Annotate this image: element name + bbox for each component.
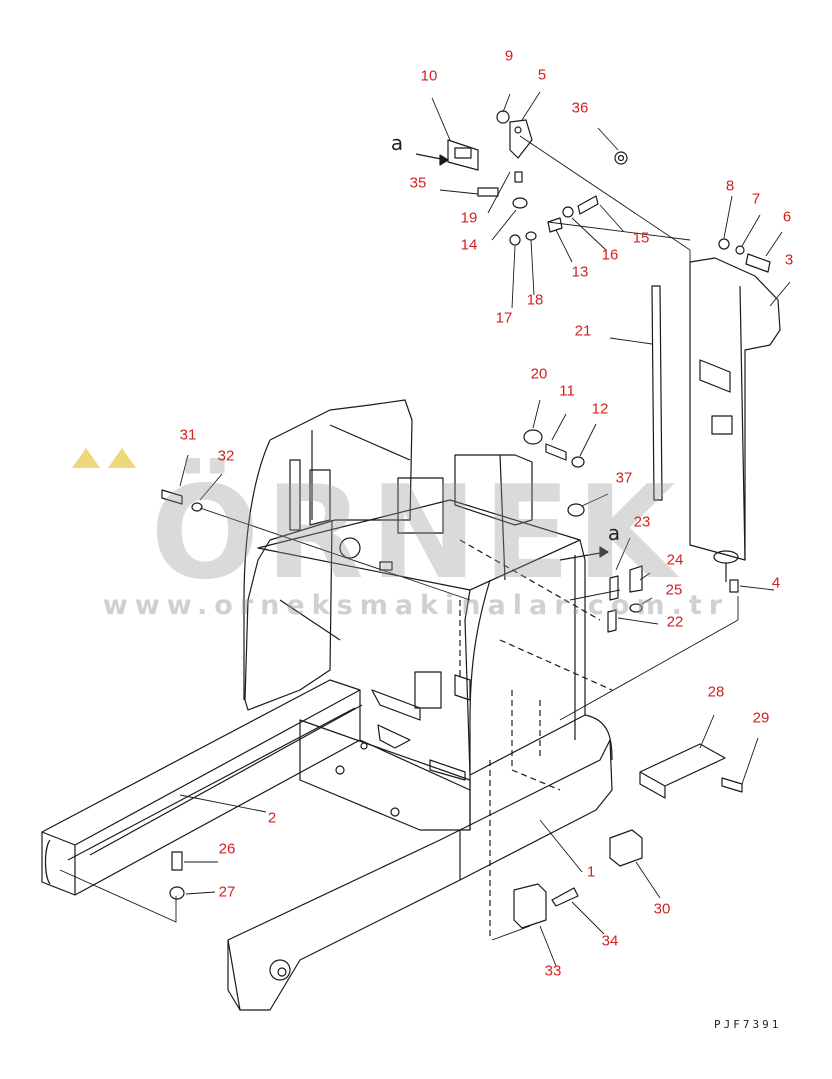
- right-boom: [227, 739, 613, 1011]
- callout-12: 12: [591, 400, 609, 418]
- callout-18: 18: [526, 291, 544, 309]
- callout-35: 35: [409, 174, 427, 192]
- callout-11: 11: [559, 382, 575, 400]
- callout-21: 21: [574, 322, 592, 340]
- callout-2: 2: [267, 809, 277, 827]
- callout-9: 9: [504, 47, 514, 65]
- watermark-dots: [72, 448, 136, 468]
- view-marker-right: a: [607, 521, 621, 545]
- block-30: [609, 829, 643, 867]
- callout-15: 15: [632, 229, 650, 247]
- frame-left-wall: [244, 399, 413, 711]
- strip-21: [651, 285, 663, 501]
- callout-33: 33: [544, 962, 562, 980]
- left-boom: [41, 679, 361, 846]
- callout-30: 30: [653, 900, 671, 918]
- callout-23: 23: [633, 513, 651, 531]
- plate-28: [639, 743, 726, 787]
- callout-17: 17: [495, 309, 513, 327]
- callout-36: 36: [571, 99, 589, 117]
- callout-6: 6: [782, 208, 792, 226]
- callout-31: 31: [179, 426, 197, 444]
- callout-4: 4: [771, 574, 781, 592]
- callout-3: 3: [784, 251, 794, 269]
- callout-10: 10: [420, 67, 438, 85]
- callout-22: 22: [666, 613, 684, 631]
- callout-14: 14: [460, 236, 478, 254]
- callout-29: 29: [752, 709, 770, 727]
- callout-19: 19: [460, 209, 478, 227]
- callout-26: 26: [218, 840, 236, 858]
- block-33: [513, 883, 547, 929]
- callout-7: 7: [751, 190, 761, 208]
- drawing-code: PJF7391: [714, 1018, 782, 1031]
- callout-8: 8: [725, 177, 735, 195]
- watermark-url: www.orneksmakinalar.com.tr: [102, 590, 730, 621]
- watermark-logo: ÖRNEK: [150, 459, 682, 608]
- bracket-10: [447, 139, 479, 171]
- frame-base: [299, 719, 471, 831]
- callout-34: 34: [601, 932, 619, 950]
- callout-24: 24: [666, 551, 684, 569]
- callout-32: 32: [217, 447, 235, 465]
- callout-1: 1: [586, 863, 596, 881]
- callout-27: 27: [218, 883, 236, 901]
- callout-13: 13: [571, 263, 589, 281]
- view-marker-top: a: [390, 131, 404, 155]
- callout-25: 25: [665, 581, 683, 599]
- callout-28: 28: [707, 683, 725, 701]
- callout-16: 16: [601, 246, 619, 264]
- callout-20: 20: [530, 365, 548, 383]
- callout-37: 37: [615, 469, 633, 487]
- callout-5: 5: [537, 66, 547, 84]
